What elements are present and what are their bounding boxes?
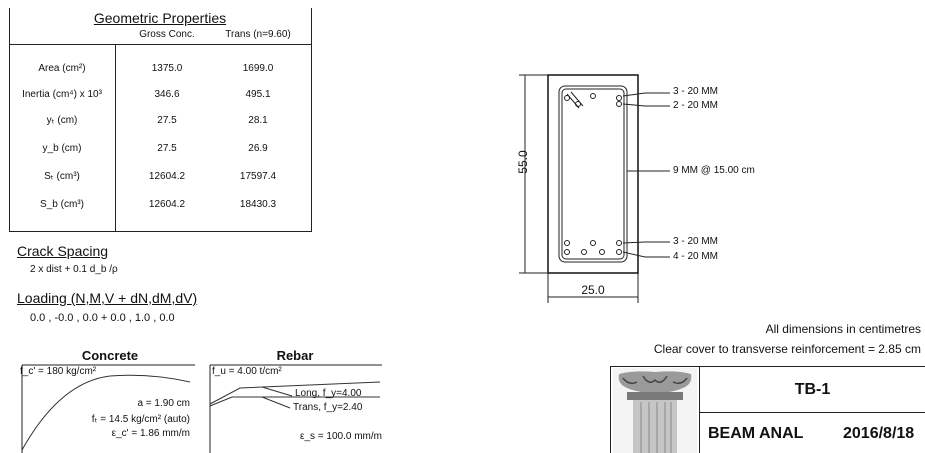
tb-left-border [610, 366, 611, 453]
leader-bot-inner [622, 241, 670, 244]
rebar-bottom-bar [581, 249, 587, 255]
rebar-top-bar [564, 95, 570, 101]
concrete-a: a = 1.90 cm [137, 398, 190, 409]
crack-spacing-formula: 2 x dist + 0.1 d_b /ρ [30, 264, 118, 275]
loading-title: Loading (N,M,V + dN,dM,dV) [17, 290, 198, 306]
row-trans-st: 17597.4 [239, 171, 277, 182]
stirrup-hook-b [570, 91, 584, 107]
rebar-bottom-bar [599, 249, 605, 255]
units-note: All dimensions in centimetres [765, 322, 921, 336]
loading-values: 0.0 , -0.0 , 0.0 + 0.0 , 1.0 , 0.0 [30, 312, 175, 324]
row-gross-inertia: 346.6 [154, 89, 180, 100]
row-gross-yb: 27.5 [157, 143, 177, 154]
capital-band [627, 392, 683, 400]
rebar-top-bar [590, 93, 596, 99]
rebar-es: ε_s = 100.0 mm/m [300, 431, 382, 442]
label-top-outer-bars: 3 - 20 MM [673, 86, 719, 97]
row-trans-yb: 26.9 [248, 143, 268, 154]
stirrup-inner [561, 88, 625, 260]
stress-strain-curves [21, 364, 382, 453]
tb-id: TB-1 [794, 381, 831, 398]
geo-bottom-border [9, 231, 312, 232]
rebar-title: Rebar [276, 348, 314, 363]
rebar-bottom-bar [564, 249, 570, 255]
rebar-trans-curve [209, 396, 380, 407]
rebar-top-bar [616, 101, 622, 107]
leader-top-outer [622, 92, 670, 97]
row-gross-sb: 12604.2 [148, 199, 186, 210]
concrete-fc: f_c' = 180 kg/cm² [20, 366, 97, 377]
row-label-yt: yₜ (cm) [46, 115, 78, 126]
stirrup-outer [558, 85, 628, 263]
concrete-title: Concrete [81, 348, 139, 363]
row-trans-sb: 18430.3 [239, 199, 277, 210]
row-label-area: Area (cm²) [38, 63, 86, 74]
row-trans-inertia: 495.1 [245, 89, 271, 100]
tb-name: BEAM ANAL [708, 425, 804, 442]
col-trans-header: Trans (n=9.60) [225, 29, 291, 40]
cover-note: Clear cover to transverse reinforcement … [653, 342, 921, 356]
tb-mid-rule [699, 412, 925, 413]
row-trans-area: 1699.0 [242, 63, 274, 74]
rebar-bottom-bar [590, 240, 596, 246]
concrete-ec: ε_c' = 1.86 mm/m [111, 428, 190, 439]
row-gross-area: 1375.0 [151, 63, 183, 74]
geo-title: Geometric Properties [93, 10, 227, 26]
row-gross-yt: 27.5 [157, 115, 177, 126]
geo-left-border [9, 8, 10, 232]
beam-section-drawing [519, 74, 670, 303]
rebar-trans-leader [261, 396, 291, 409]
rebar-long-leader [261, 386, 293, 397]
geo-column-divider [115, 44, 116, 232]
concrete-curve [21, 374, 191, 451]
row-label-st: Sₜ (cm³) [44, 171, 80, 182]
tb-date: 2016/8/18 [843, 425, 915, 442]
geo-right-border [311, 8, 312, 232]
leader-bot-outer [622, 251, 670, 258]
rebar-trans: Trans, f_y=2.40 [293, 402, 363, 413]
tb-inner-border [699, 366, 700, 453]
row-gross-st: 12604.2 [148, 171, 186, 182]
rebar-fu: f_u = 4.00 t/cm² [212, 366, 282, 377]
rebar-bottom-bar [616, 249, 622, 255]
rebar-bottom-bar [564, 240, 570, 246]
capital-volutes [622, 375, 688, 385]
geo-header-rule [9, 44, 312, 45]
row-label-inertia: Inertia (cm⁴) x 10³ [22, 89, 102, 100]
section-width-label: 25.0 [581, 283, 605, 297]
rebar-bottom-bar [616, 240, 622, 246]
rebar-top-bar [616, 95, 622, 101]
row-label-yb: y_b (cm) [42, 143, 82, 154]
leader-top-inner [622, 103, 670, 107]
crack-spacing-title: Crack Spacing [17, 243, 109, 259]
row-trans-yt: 28.1 [248, 115, 268, 126]
section-outline [547, 74, 639, 274]
capital-leaves [618, 371, 692, 393]
section-height-label: 55.0 [516, 150, 530, 174]
row-label-sb: S_b (cm³) [40, 199, 84, 210]
rebar-top-bar [575, 101, 581, 107]
column-shaft [633, 400, 677, 453]
label-bot-inner-bars: 3 - 20 MM [673, 236, 719, 247]
concrete-ft: fₜ = 14.5 kg/cm² (auto) [91, 414, 190, 425]
tb-top-border [610, 366, 925, 367]
label-bot-outer-bars: 4 - 20 MM [673, 251, 719, 262]
rebar-long-curve [209, 381, 381, 405]
column-logo [613, 368, 697, 453]
col-gross-header: Gross Conc. [139, 29, 195, 40]
label-top-inner-bars: 2 - 20 MM [673, 100, 719, 111]
rebar-long: Long, f_y=4.00 [295, 388, 362, 399]
label-stirrup: 9 MM @ 15.00 cm [673, 165, 755, 176]
